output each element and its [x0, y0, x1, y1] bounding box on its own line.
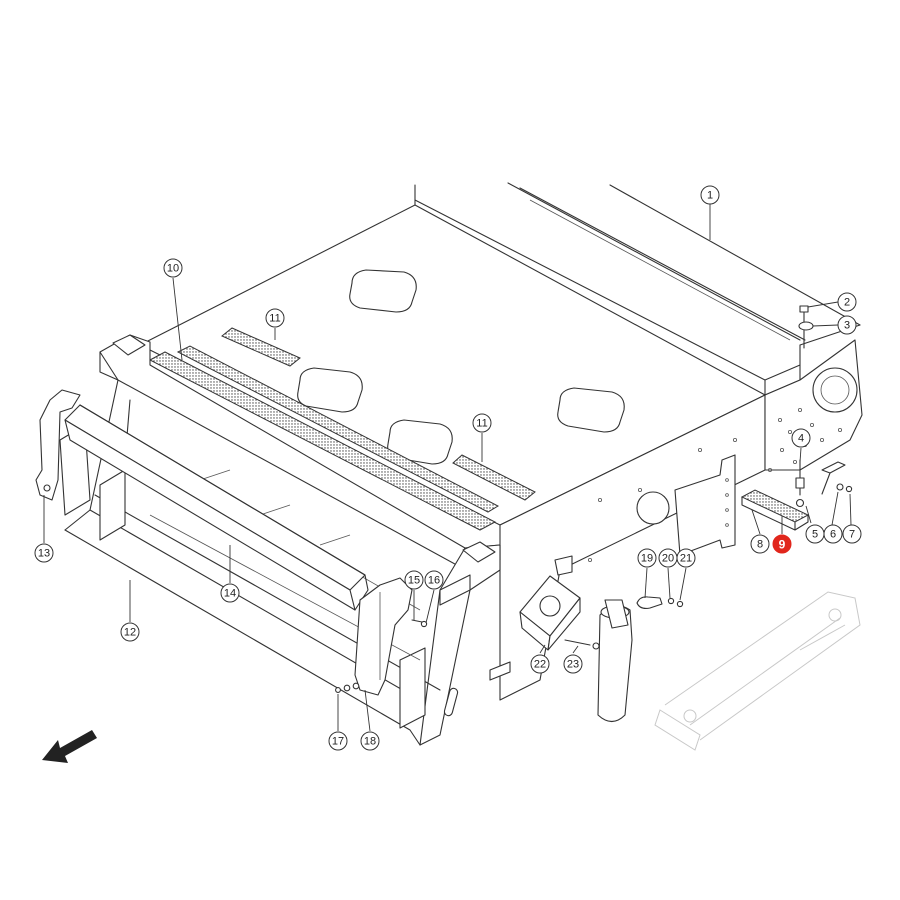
callout-19[interactable]: 19 — [637, 548, 657, 568]
right-side-wall — [489, 339, 863, 701]
callout-22[interactable]: 22 — [530, 654, 550, 674]
bolts-15-17 — [335, 619, 428, 693]
callout-number: 9 — [779, 538, 786, 552]
callout-number: 5 — [812, 529, 818, 541]
callout-6[interactable]: 6 — [823, 524, 843, 544]
hydraulic-cylinder — [564, 599, 633, 723]
callout-number: 11 — [476, 418, 487, 430]
callout-circle — [676, 548, 696, 568]
callout-circle — [120, 622, 140, 642]
callout-3[interactable]: 3 — [837, 315, 857, 335]
callout-number: 2 — [844, 297, 850, 309]
callout-circle — [637, 548, 657, 568]
access-cover — [297, 367, 363, 413]
callout-circle — [837, 315, 857, 335]
callout-circle — [530, 654, 550, 674]
callout-7[interactable]: 7 — [842, 524, 862, 544]
callout-number: 8 — [757, 539, 763, 551]
callout-number: 17 — [332, 736, 344, 748]
callout-1[interactable]: 1 — [700, 185, 720, 205]
callout-circle — [791, 428, 811, 448]
left-bracket-13 — [35, 389, 81, 501]
front-frame — [59, 334, 501, 746]
callout-14[interactable]: 14 — [220, 583, 240, 603]
callout-16[interactable]: 16 — [424, 570, 444, 590]
hatched-strip-10 — [176, 345, 500, 513]
callout-circle — [163, 258, 183, 278]
callout-18[interactable]: 18 — [360, 731, 380, 751]
access-cover — [349, 269, 417, 313]
hardware-4-7 — [795, 305, 853, 508]
callout-circle — [360, 731, 380, 751]
main-top-plate — [139, 204, 766, 531]
callout-number: 18 — [364, 736, 376, 748]
angle-bracket-9 — [740, 489, 810, 531]
callout-circle — [837, 292, 857, 312]
callout-9[interactable]: 9 — [772, 534, 792, 554]
callout-4[interactable]: 4 — [791, 428, 811, 448]
callout-5[interactable]: 5 — [805, 524, 825, 544]
access-cover — [557, 387, 625, 433]
callout-circle — [404, 570, 424, 590]
callout-circle — [700, 185, 720, 205]
callout-12[interactable]: 12 — [120, 622, 140, 642]
hatched-strip-11 — [452, 454, 536, 501]
callout-circle — [472, 413, 492, 433]
callout-number: 12 — [124, 627, 136, 639]
callout-11a[interactable]: 11 — [265, 308, 285, 328]
callout-number: 3 — [844, 320, 850, 332]
callout-circle — [328, 731, 348, 751]
callout-number: 21 — [680, 553, 692, 565]
callout-number: 19 — [641, 553, 653, 565]
callout-number: 13 — [38, 548, 50, 560]
housing-22 — [519, 575, 581, 651]
callout-number: 15 — [408, 575, 420, 587]
leader-lines — [43, 204, 852, 732]
callout-circle — [563, 654, 583, 674]
callout-circle — [823, 524, 843, 544]
callout-number: 20 — [662, 553, 674, 565]
callout-number: 22 — [534, 659, 546, 671]
callout-number: 23 — [567, 659, 579, 671]
hatched-strip-11 — [221, 327, 301, 367]
callout-circle — [265, 308, 285, 328]
callout-number: 16 — [428, 575, 440, 587]
callout-circle — [220, 583, 240, 603]
callout-11b[interactable]: 11 — [472, 413, 492, 433]
link-19-21 — [636, 596, 684, 609]
callout-15[interactable]: 15 — [404, 570, 424, 590]
callout-10[interactable]: 10 — [163, 258, 183, 278]
callout-23[interactable]: 23 — [563, 654, 583, 674]
callout-13[interactable]: 13 — [34, 543, 54, 563]
callout-number: 7 — [849, 529, 855, 541]
callout-number: 14 — [224, 588, 236, 600]
callout-number: 10 — [167, 263, 179, 275]
callout-circle — [772, 534, 792, 554]
callout-21[interactable]: 21 — [676, 548, 696, 568]
callout-8[interactable]: 8 — [750, 534, 770, 554]
callout-circle — [750, 534, 770, 554]
callout-number: 11 — [269, 313, 280, 325]
callout-number: 4 — [798, 433, 804, 445]
callout-2[interactable]: 2 — [837, 292, 857, 312]
ghost-lift-arm — [654, 591, 861, 751]
callout-20[interactable]: 20 — [658, 548, 678, 568]
callout-circle — [34, 543, 54, 563]
arrow-down-left-icon — [42, 730, 97, 763]
callout-number: 1 — [707, 190, 713, 202]
callout-number: 6 — [830, 529, 836, 541]
hatched-strip-10 — [148, 351, 497, 531]
callout-17[interactable]: 17 — [328, 731, 348, 751]
callout-circle — [842, 524, 862, 544]
callout-circle — [424, 570, 444, 590]
